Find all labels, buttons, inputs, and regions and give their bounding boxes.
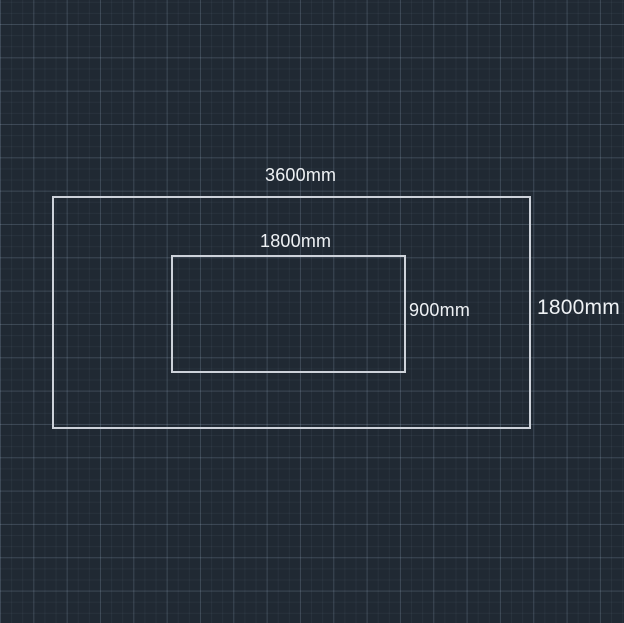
inner-rectangle[interactable]	[171, 255, 406, 373]
outer-rectangle[interactable]	[52, 196, 531, 429]
inner-rectangle-width-dimension: 1800mm	[260, 231, 332, 251]
outer-rectangle-height-dimension: 1800mm	[537, 296, 620, 319]
outer-rectangle-width-dimension: 3600mm	[265, 165, 337, 185]
inner-rectangle-height-dimension: 900mm	[409, 300, 471, 320]
